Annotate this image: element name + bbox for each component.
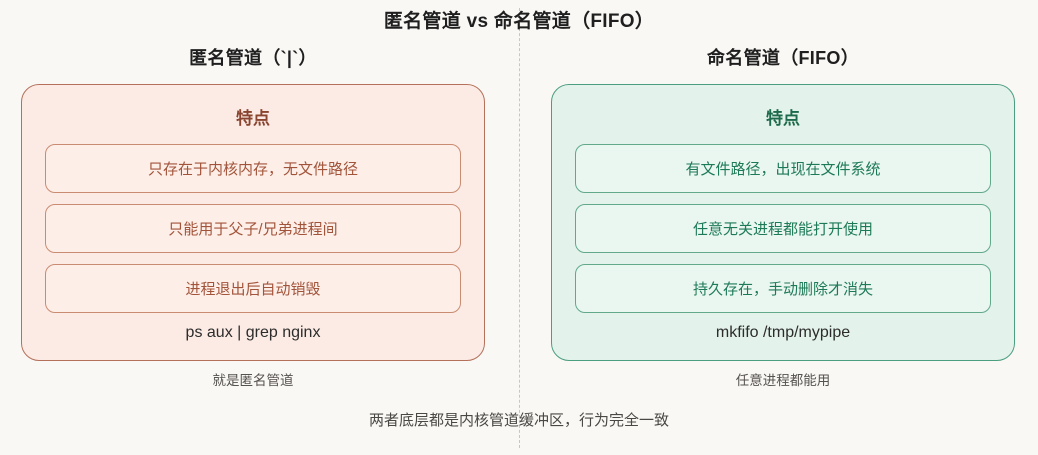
center-divider — [519, 8, 520, 448]
feature-pill: 只能用于父子/兄弟进程间 — [45, 204, 461, 253]
feature-pill: 任意无关进程都能打开使用 — [575, 204, 991, 253]
column-named-pipe: 命名管道（FIFO） 特点 有文件路径，出现在文件系统 任意无关进程都能打开使用… — [551, 44, 1015, 389]
column-anonymous-pipe: 匿名管道（`|`） 特点 只存在于内核内存，无文件路径 只能用于父子/兄弟进程间… — [21, 44, 485, 389]
footer-note: 两者底层都是内核管道缓冲区，行为完全一致 — [368, 412, 669, 429]
column-title-named-pipe: 命名管道（FIFO） — [707, 48, 859, 68]
feature-pill: 有文件路径，出现在文件系统 — [575, 144, 991, 193]
card-heading-anonymous-pipe: 特点 — [236, 109, 270, 128]
code-example-named-pipe: mkfifo /tmp/mypipe — [715, 324, 851, 341]
caption-anonymous-pipe: 就是匿名管道 — [212, 373, 294, 388]
column-title-anonymous-pipe: 匿名管道（`|`） — [189, 48, 317, 68]
feature-pill: 进程退出后自动销毁 — [45, 264, 461, 313]
main-title: 匿名管道 vs 命名管道（FIFO） — [383, 11, 655, 32]
card-heading-named-pipe: 特点 — [766, 109, 800, 128]
feature-pill: 持久存在，手动删除才消失 — [575, 264, 991, 313]
card-anonymous-pipe: 特点 只存在于内核内存，无文件路径 只能用于父子/兄弟进程间 进程退出后自动销毁… — [21, 84, 485, 361]
feature-pill: 只存在于内核内存，无文件路径 — [45, 144, 461, 193]
card-named-pipe: 特点 有文件路径，出现在文件系统 任意无关进程都能打开使用 持久存在，手动删除才… — [551, 84, 1015, 361]
caption-named-pipe: 任意进程都能用 — [735, 373, 831, 388]
code-example-anonymous-pipe: ps aux | grep nginx — [185, 324, 321, 341]
